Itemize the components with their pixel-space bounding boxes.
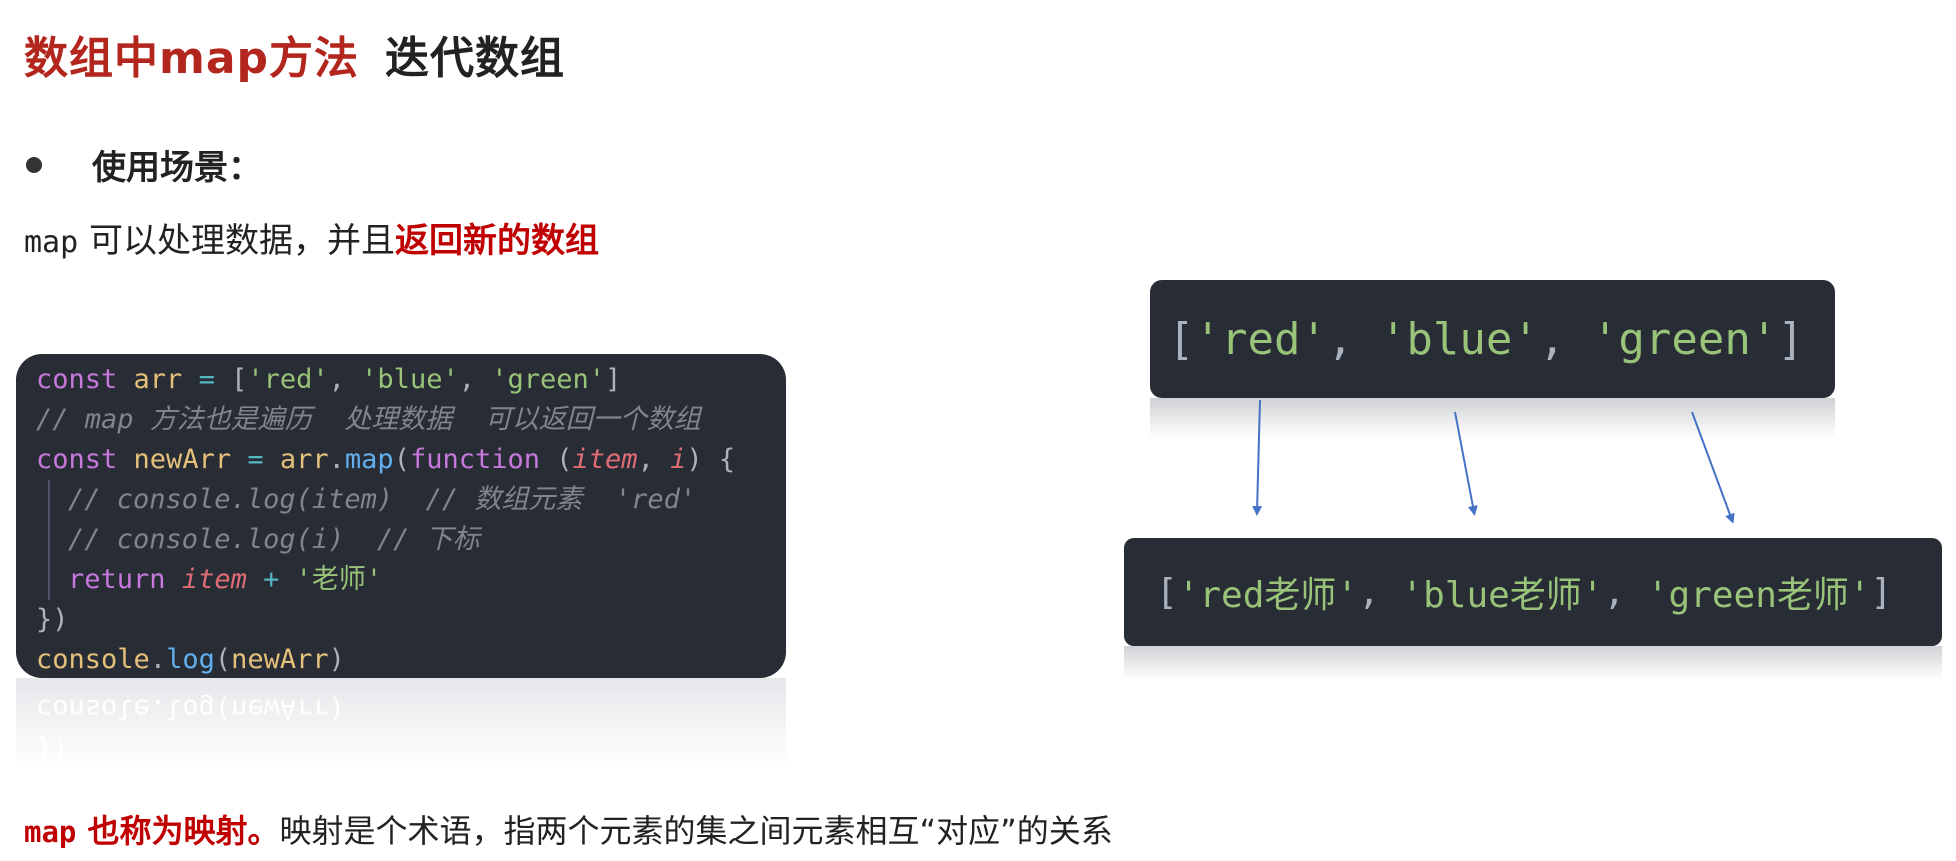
title-primary: 数组中map方法 xyxy=(24,33,360,84)
code-line-5: // console.log(i) // 下标 xyxy=(48,520,786,560)
reflection-line-2: }) xyxy=(36,733,69,764)
code-snippet: const arr = ['red', 'blue', 'green'] // … xyxy=(16,354,786,678)
original-array-reflection xyxy=(1150,398,1835,438)
array-item: 'blue' xyxy=(1379,313,1539,365)
code-token: arr xyxy=(133,364,183,395)
code-token: return xyxy=(68,564,166,595)
footer-note: map 也称为映射。映射是个术语，指两个元素的集之间元素相互“对应”的关系 xyxy=(24,806,1113,852)
code-reflection: }) console.log(newArr) xyxy=(16,678,786,768)
footer-highlight: 也称为映射。 xyxy=(76,812,280,850)
footer-plain: 映射是个术语，指两个元素的集之间元素相互“对应”的关系 xyxy=(279,812,1113,850)
code-token: i xyxy=(670,444,687,475)
code-token: ( xyxy=(214,644,232,675)
array-bracket: ] xyxy=(1777,313,1804,365)
code-token: item xyxy=(181,564,247,595)
code-box: const arr = ['red', 'blue', 'green'] // … xyxy=(16,354,786,678)
code-token: item xyxy=(572,444,638,475)
code-token: , xyxy=(458,364,492,395)
code-token: }) xyxy=(36,604,69,635)
code-token: function xyxy=(409,444,541,475)
code-comment: // console.log(i) // 下标 xyxy=(68,524,480,555)
footer-code-word: map xyxy=(24,815,77,849)
code-token: console xyxy=(36,644,150,675)
array-sep: , xyxy=(1358,571,1402,613)
code-line-2: // map 方法也是遍历 处理数据 可以返回一个数组 xyxy=(16,400,786,440)
original-array-box: ['red', 'blue', 'green'] xyxy=(1150,280,1835,398)
array-item: 'green老师' xyxy=(1646,575,1871,616)
bullet-label: 使用场景： xyxy=(92,148,262,188)
code-token: arr xyxy=(279,444,329,475)
bullet-item: 使用场景： xyxy=(26,140,262,189)
code-token: ) { xyxy=(686,444,736,475)
code-token: 'blue' xyxy=(361,364,459,395)
mapped-array-reflection xyxy=(1124,646,1942,680)
array-item: 'green' xyxy=(1591,313,1778,365)
bullet-dot-icon xyxy=(26,156,42,173)
code-comment: // console.log(item) // 数组元素 'red' xyxy=(68,484,697,515)
code-token: map xyxy=(344,444,394,475)
array-bracket: [ xyxy=(1168,313,1195,365)
array-item: 'red老师' xyxy=(1177,575,1359,616)
code-comment: // map 方法也是遍历 处理数据 可以返回一个数组 xyxy=(36,404,701,435)
code-token: newArr xyxy=(231,644,329,675)
code-token: log xyxy=(166,644,215,675)
code-token: 'green' xyxy=(491,364,606,395)
description-plain: 可以处理数据，并且 xyxy=(78,221,395,261)
code-token: ( xyxy=(540,444,573,475)
mapped-array-box: ['red老师', 'blue老师', 'green老师'] xyxy=(1124,538,1942,646)
code-token: ( xyxy=(393,444,410,475)
code-token: + xyxy=(246,564,296,595)
array-sep: , xyxy=(1326,313,1380,365)
code-token: const xyxy=(36,364,118,395)
reflection-bg: }) console.log(newArr) xyxy=(16,678,786,768)
code-token: , xyxy=(637,444,671,475)
array-bracket: [ xyxy=(1156,571,1178,613)
description: map 可以处理数据，并且返回新的数组 xyxy=(24,213,599,262)
code-line-1: const arr = ['red', 'blue', 'green'] xyxy=(16,360,786,400)
array-item: 'red' xyxy=(1194,313,1327,365)
array-sep: , xyxy=(1603,571,1647,613)
code-token: newArr xyxy=(133,444,232,475)
code-line-4: // console.log(item) // 数组元素 'red' xyxy=(48,480,786,520)
array-sep: , xyxy=(1538,313,1592,365)
code-line-3: const newArr = arr.map(function (item, i… xyxy=(16,440,786,480)
code-token: = xyxy=(231,444,280,475)
description-highlight: 返回新的数组 xyxy=(395,221,599,261)
code-token: const xyxy=(36,444,118,475)
array-item: 'blue老师' xyxy=(1401,575,1604,616)
code-line-8: console.log(newArr) xyxy=(16,640,786,678)
title-secondary: 迭代数组 xyxy=(385,33,566,84)
code-token: . xyxy=(328,444,345,475)
code-token: . xyxy=(149,644,167,675)
description-code-word: map xyxy=(24,225,79,260)
code-token: ) xyxy=(328,644,345,675)
code-token: , xyxy=(328,364,362,395)
code-token: ] xyxy=(605,364,622,395)
code-token: [ xyxy=(231,364,248,395)
code-token: 'red' xyxy=(247,364,329,395)
page-title: 数组中map方法迭代数组 xyxy=(24,22,565,86)
array-bracket: ] xyxy=(1870,571,1893,613)
reflection-line-1: console.log(newArr) xyxy=(36,693,345,724)
code-token: = xyxy=(182,364,232,395)
code-token: '老师' xyxy=(295,564,383,595)
code-line-7: }) xyxy=(16,600,786,640)
code-line-6: return item + '老师' xyxy=(48,560,786,600)
